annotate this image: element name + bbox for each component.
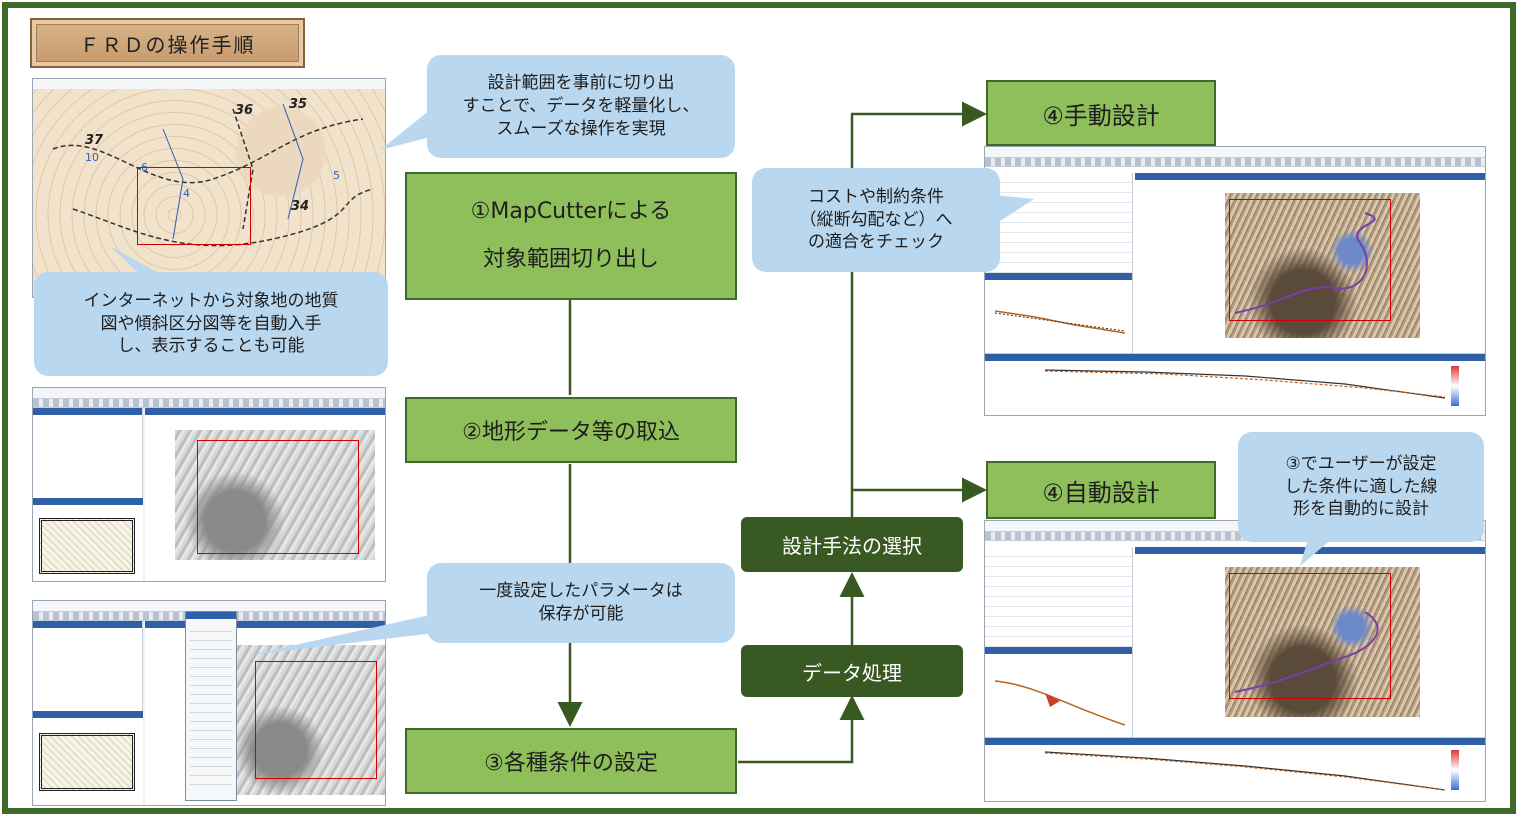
mini-map-panel: [33, 498, 143, 581]
route-map: [1225, 193, 1420, 338]
bubble-internet-tail: [110, 246, 160, 274]
terrain-view: [235, 645, 385, 795]
terrain-view: [175, 430, 375, 560]
method-select-label: 設計手法の選択: [782, 534, 922, 558]
step2-box: ②地形データ等の取込: [405, 397, 737, 463]
profile-panel: [985, 273, 1133, 353]
manual-design-box: ④手動設計: [986, 80, 1216, 146]
route-map-panel: [1135, 173, 1485, 353]
map-label-4: 4: [183, 187, 190, 200]
bubble-cut-range-tail: [380, 110, 438, 150]
panel-header: [33, 621, 142, 628]
longitudinal-chart: [1045, 751, 1445, 791]
title-plate: ＦＲＤの操作手順: [30, 18, 305, 68]
bubble-params: 一度設定したパラメータは 保存が可能: [427, 563, 735, 643]
step3-label: ③各種条件の設定: [484, 751, 658, 776]
map-label-6: 6: [141, 161, 148, 174]
panel-header: [145, 621, 385, 628]
window-titlebar: [985, 147, 1485, 158]
route-table: [985, 547, 1133, 647]
cut-range-box: [137, 167, 251, 245]
bubble-cost-check-tail: [994, 195, 1034, 225]
manual-design-screenshot: [984, 146, 1486, 416]
toolbar: [985, 532, 1485, 541]
auto-design-label: ④自動設計: [1042, 478, 1160, 507]
page-title: ＦＲＤの操作手順: [79, 32, 256, 57]
bubble-cut-range-text: 設計範囲を事前に切り出 すことで、データを軽量化し、 スムーズな操作を実現: [462, 73, 700, 139]
mini-map: [39, 733, 135, 791]
connector-step3-processing: [738, 695, 865, 764]
profile-chart: [995, 310, 1125, 334]
color-scale: [1451, 366, 1459, 406]
mini-map-panel: [33, 711, 143, 805]
range-box: [1229, 573, 1391, 699]
mini-map: [39, 518, 135, 574]
route-line: [1234, 212, 1376, 314]
step1-box: ①MapCutterによる 対象範囲切り出し: [405, 172, 737, 300]
step1-line2: 対象範囲切り出し: [482, 247, 659, 272]
longitudinal-panel: [985, 737, 1485, 801]
bubble-cost-check: コストや制約条件 （縦断勾配など）へ の適合をチェック: [752, 168, 1000, 272]
toolbar: [33, 399, 385, 408]
map-label-37: 37: [85, 133, 104, 148]
map-label-10: 10: [85, 151, 99, 164]
bubble-internet: インターネットから対象地の地質 図や傾斜区分図等を自動入手 し、表示することも可…: [34, 272, 388, 376]
data-processing-box: データ処理: [741, 645, 963, 697]
color-scale: [1451, 750, 1459, 790]
step2-label: ②地形データ等の取込: [462, 420, 680, 445]
step3-box: ③各種条件の設定: [405, 728, 737, 794]
longitudinal-panel: [985, 353, 1485, 415]
topographic-map: 37 10 36 35 34 5 6 4: [33, 89, 385, 297]
map-label-5: 5: [333, 169, 340, 182]
profile-chart: [995, 680, 1125, 726]
bubble-cost-check-text: コストや制約条件 （縦断勾配など）へ の適合をチェック: [799, 186, 953, 253]
route-line: [1234, 611, 1379, 693]
range-box: [255, 661, 377, 779]
data-table-panel: [33, 408, 143, 498]
method-select-box: 設計手法の選択: [741, 517, 963, 572]
panel-header: [985, 738, 1485, 745]
route-table: [985, 173, 1133, 273]
panel-header: [145, 408, 385, 415]
parameter-list: [190, 623, 232, 788]
parameter-dialog[interactable]: [185, 611, 237, 801]
bubble-params-text: 一度設定したパラメータは 保存が可能: [479, 581, 683, 624]
toolbar: [985, 158, 1485, 167]
map-label-35: 35: [289, 97, 308, 112]
auto-design-screenshot: [984, 520, 1486, 802]
panel-header: [33, 711, 143, 718]
profile-panel: [985, 647, 1133, 737]
range-box: [197, 440, 359, 554]
mapcutter-screenshot: 37 10 36 35 34 5 6 4: [32, 78, 386, 298]
import-screenshot: [32, 387, 386, 582]
auto-design-box: ④自動設計: [986, 461, 1216, 519]
data-processing-label: データ処理: [802, 660, 902, 685]
map-label-36: 36: [235, 103, 254, 118]
bubble-params-tail: [250, 615, 435, 655]
map-contours: [52, 103, 374, 247]
bubble-internet-text: インターネットから対象地の地質 図や傾斜区分図等を自動入手 し、表示することも可…: [83, 290, 339, 357]
window-titlebar: [33, 388, 385, 399]
panel-header: [985, 273, 1132, 280]
map-label-34: 34: [291, 199, 310, 214]
dialog-titlebar: [186, 612, 236, 619]
bubble-auto-desc: ③でユーザーが設定 した条件に適した線 形を自動的に設計: [1238, 432, 1484, 542]
panel-header: [985, 647, 1132, 654]
terrain-panel: [145, 408, 385, 581]
window-titlebar: [985, 521, 1485, 532]
route-map: [1225, 567, 1420, 717]
step1-line1: ①MapCutterによる: [470, 198, 672, 224]
bubble-auto-desc-text: ③でユーザーが設定 した条件に適した線 形を自動的に設計: [1284, 453, 1438, 520]
panel-header: [985, 354, 1485, 361]
manual-design-label: ④手動設計: [1042, 101, 1160, 130]
bubble-cut-range: 設計範囲を事前に切り出 すことで、データを軽量化し、 スムーズな操作を実現: [427, 55, 735, 158]
panel-header: [33, 408, 142, 415]
longitudinal-chart: [1045, 369, 1445, 399]
panel-header: [33, 498, 143, 505]
panel-header: [1135, 173, 1485, 180]
data-table-panel: [33, 621, 143, 711]
range-box: [1229, 199, 1391, 321]
